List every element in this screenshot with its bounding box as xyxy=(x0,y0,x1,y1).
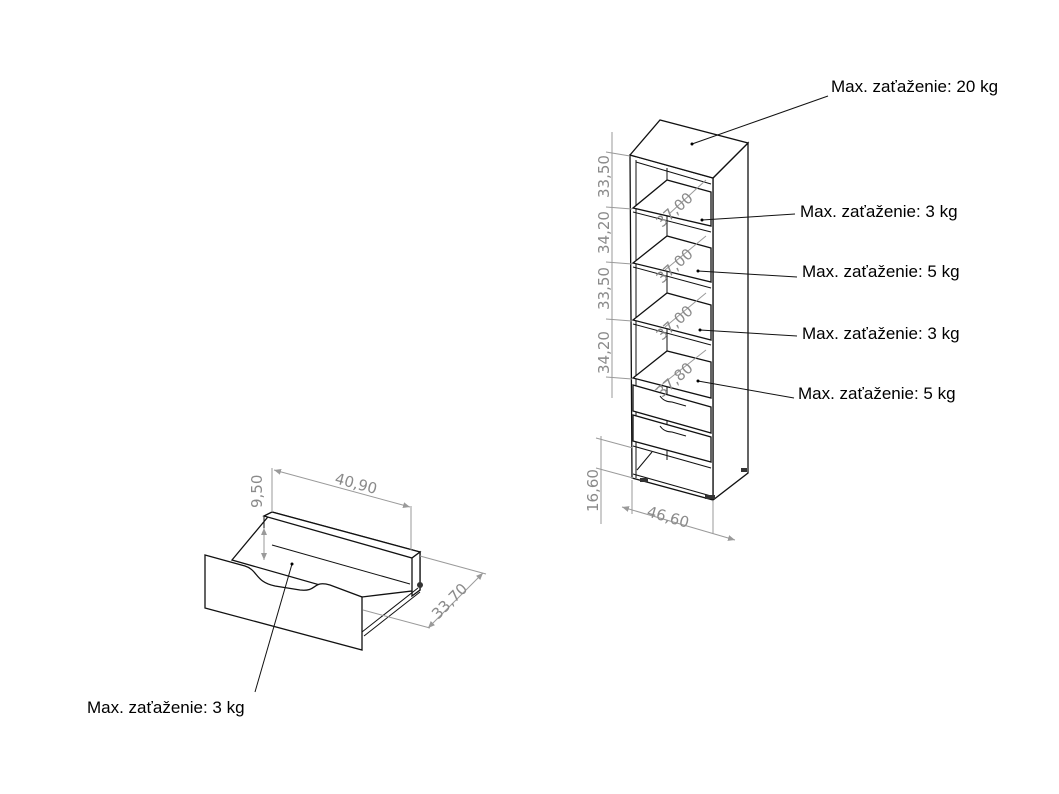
label-drawer-load: Max. zaťaženie: 3 kg xyxy=(87,698,245,717)
label-shelf-2-load: Max. zaťaženie: 5 kg xyxy=(802,262,960,281)
dim-height-1: 33,50 xyxy=(595,155,613,198)
label-shelf-1-load: Max. zaťaženie: 3 kg xyxy=(800,202,958,221)
drawer-fronts xyxy=(632,384,747,499)
label-shelf-4-load: Max. zaťaženie: 5 kg xyxy=(798,384,956,403)
label-shelf-3-load: Max. zaťaženie: 3 kg xyxy=(802,324,960,343)
dim-plinth-height: 16,60 xyxy=(584,469,602,512)
dim-height-3: 33,50 xyxy=(595,267,613,310)
dim-height-2: 34,20 xyxy=(595,211,613,254)
dim-width: 46,60 xyxy=(645,503,691,532)
drawer xyxy=(204,511,423,651)
dim-height-4: 34,20 xyxy=(595,331,613,374)
shelf-dimension-lines xyxy=(595,132,736,541)
label-top-load: Max. zaťaženie: 20 kg xyxy=(831,77,999,96)
dim-drawer-width: 40,90 xyxy=(333,469,379,498)
dim-drawer-depth: 33,70 xyxy=(428,580,471,623)
drawer-dimension-lines xyxy=(261,468,487,629)
dim-drawer-height: 9,50 xyxy=(248,475,266,508)
leader-lines xyxy=(254,95,829,693)
